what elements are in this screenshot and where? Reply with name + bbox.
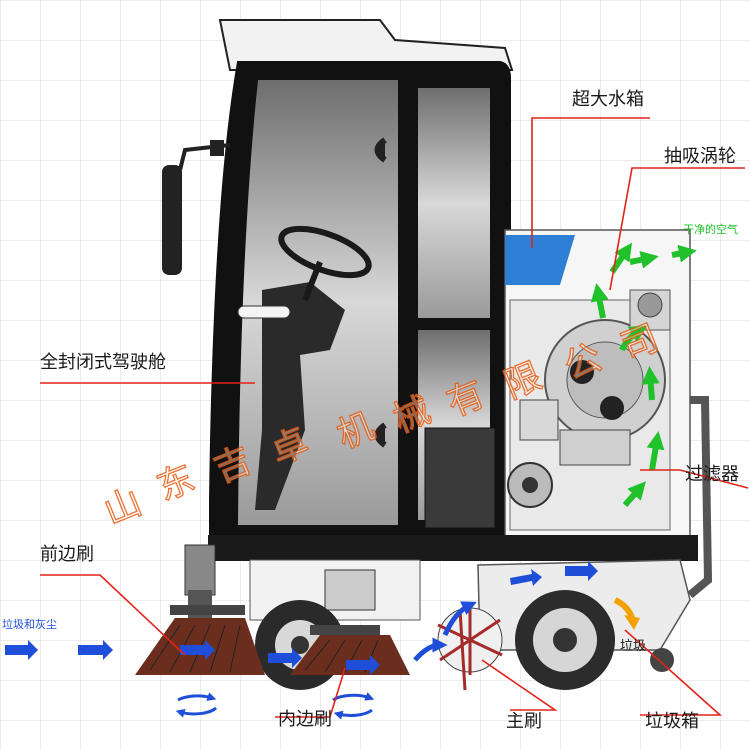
chassis bbox=[208, 535, 698, 561]
label-clean-air: 干净的空气 bbox=[683, 222, 738, 236]
leader-lines bbox=[40, 117, 749, 718]
cabin-window-upper bbox=[418, 88, 490, 318]
label-turbine: 抽吸涡轮 bbox=[664, 146, 736, 167]
air-flow-arrows bbox=[590, 242, 697, 507]
label-filter: 过滤器 bbox=[685, 464, 739, 485]
label-inner-brush: 内边刷 bbox=[278, 709, 332, 730]
label-water-tank: 超大水箱 bbox=[572, 89, 644, 110]
water-tank bbox=[505, 235, 575, 285]
label-cabin: 全封闭式驾驶舱 bbox=[40, 352, 166, 373]
label-main-brush: 主刷 bbox=[506, 711, 542, 732]
label-garbage: 垃圾 bbox=[620, 639, 646, 654]
label-front-brush: 前边刷 bbox=[40, 544, 94, 565]
sweeper-machine bbox=[135, 19, 713, 691]
side-mirror bbox=[162, 165, 182, 275]
dust-flow-arrows bbox=[5, 561, 598, 675]
label-garbage-box: 垃圾箱 bbox=[645, 711, 699, 732]
garbage-arrow bbox=[613, 597, 635, 620]
label-dust-in: 垃圾和灰尘 bbox=[2, 617, 57, 631]
